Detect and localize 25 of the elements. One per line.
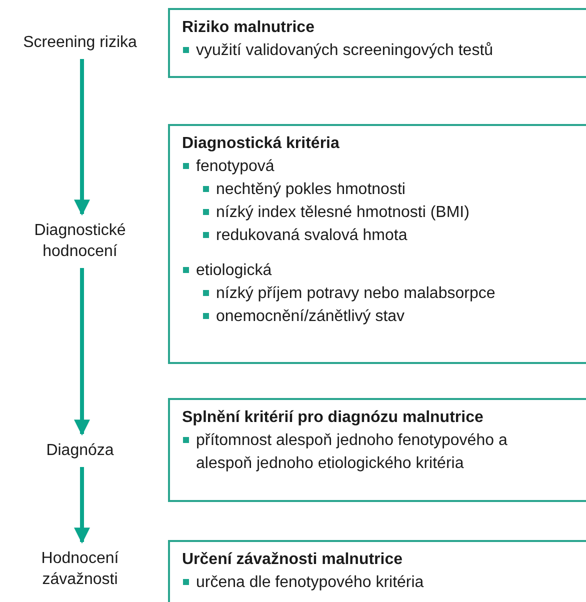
- box-heading: Riziko malnutrice: [182, 18, 316, 38]
- bullet-item: určena dle fenotypového kritéria: [182, 571, 557, 594]
- bullet-item: fenotypová: [182, 155, 557, 178]
- arrow: [74, 467, 90, 544]
- criteria-box: [168, 124, 586, 364]
- criteria-box: [168, 8, 586, 78]
- bullet-item: nízký index tělesné hmotnosti (BMI): [202, 201, 557, 224]
- box-heading: Splnění kritérií pro diagnózu malnutrice: [182, 408, 484, 428]
- bullet-item: nechtěný pokles hmotnosti: [202, 178, 557, 201]
- arrow: [74, 59, 90, 216]
- step-label: Diagnostické hodnocení: [0, 220, 160, 262]
- step-label: Screening rizika: [0, 32, 160, 53]
- bullet-item: využití validovaných screeningových testů: [182, 39, 557, 62]
- arrow: [74, 268, 90, 436]
- step-label: Diagnóza: [0, 440, 160, 461]
- step-label: Hodnocení závažnosti: [0, 548, 160, 590]
- bullet-item: přítomnost alespoň jednoho fenotypového a alespoň jednoho etiologického kritéria: [182, 429, 557, 475]
- box-heading: Diagnostická kritéria: [182, 134, 340, 154]
- bullet-item: nízký příjem potravy nebo malabsorpce: [202, 282, 557, 305]
- bullet-item: etiologická: [182, 259, 557, 282]
- criteria-box: [168, 398, 586, 502]
- box-heading: Určení závažnosti malnutrice: [182, 550, 404, 570]
- bullet-item: onemocnění/zánětlivý stav: [202, 305, 557, 328]
- bullet-item: redukovaná svalová hmota: [202, 224, 557, 247]
- criteria-box: [168, 540, 586, 602]
